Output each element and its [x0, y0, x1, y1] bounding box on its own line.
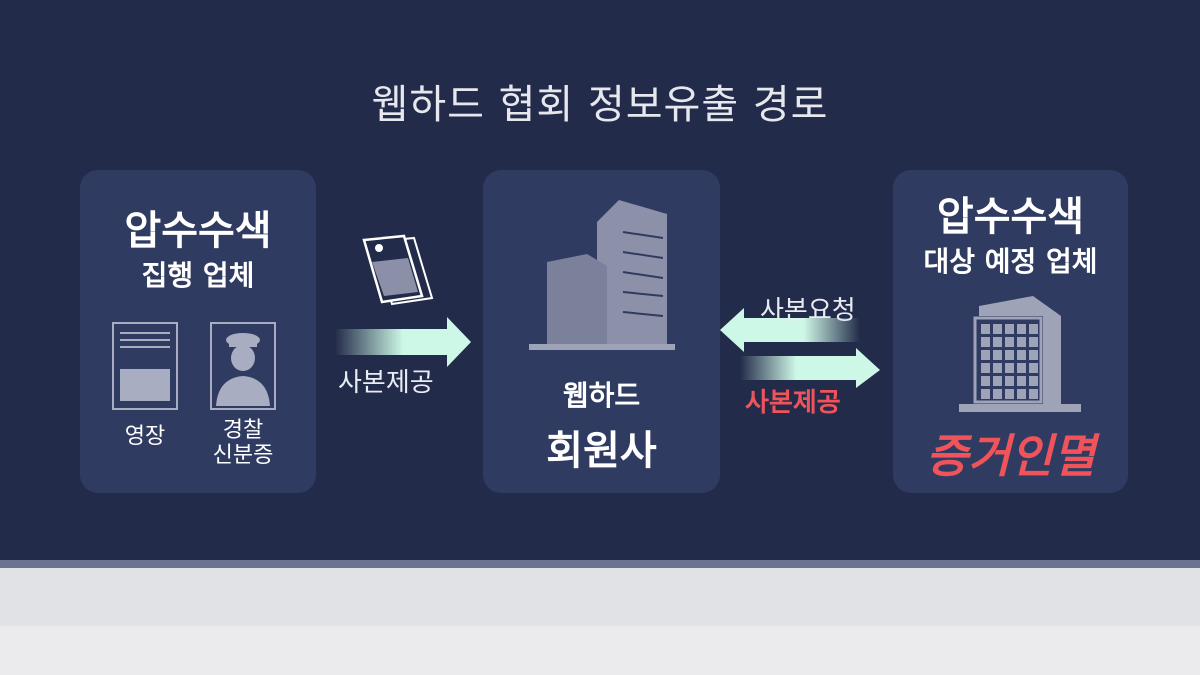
building-window [1029, 324, 1038, 334]
police-id-label: 경찰 신분증 [200, 418, 286, 468]
building-window [1029, 350, 1038, 360]
warrant-document-icon [112, 322, 178, 410]
caption-area [0, 568, 1200, 626]
building-window [1017, 350, 1026, 360]
building-window [1005, 350, 1014, 360]
provide-copy-red-label: 사본제공 [745, 388, 841, 418]
left-heading: 압수수색 [124, 208, 272, 254]
center-line1: 웹하드 [562, 379, 641, 412]
building-window [1005, 337, 1014, 347]
center-line2: 회원사 [546, 428, 657, 474]
infographic-stage: 웹하드 협회 정보유출 경로 압수수색 집행 업체 영장 경찰 신분증 [80, 82, 1128, 493]
building-window [1017, 363, 1026, 373]
building-window [981, 324, 990, 334]
search-executor-panel: 압수수색 집행 업체 영장 경찰 신분증 [80, 170, 316, 493]
building-window [1005, 324, 1014, 334]
police-id-icon [210, 322, 276, 410]
building-window [1029, 376, 1038, 386]
building-window [1029, 337, 1038, 347]
building-window [993, 324, 1002, 334]
building-window [1005, 363, 1014, 373]
building-window [1005, 389, 1014, 399]
building-window [1017, 389, 1026, 399]
building-window [981, 389, 990, 399]
police-label-line2: 신분증 [212, 443, 274, 468]
building-window [993, 376, 1002, 386]
building-window [1005, 376, 1014, 386]
building-window [1029, 389, 1038, 399]
page-title: 웹하드 협회 정보유출 경로 [371, 82, 829, 128]
building-window [993, 363, 1002, 373]
building-window [1017, 324, 1026, 334]
building-window [1029, 363, 1038, 373]
copied-documents-icon [362, 234, 434, 306]
bottom-area [0, 626, 1200, 675]
police-label-line1: 경찰 [222, 418, 264, 443]
building-window [981, 376, 990, 386]
building-window [1017, 337, 1026, 347]
building-window [981, 350, 990, 360]
building-window [1017, 376, 1026, 386]
provide-arrow-right [335, 317, 471, 367]
evidence-destruction-label: 증거인멸 [925, 429, 1096, 483]
right-heading: 압수수색 [936, 194, 1085, 240]
building-window [993, 337, 1002, 347]
building-window [981, 363, 990, 373]
left-subheading: 집행 업체 [141, 259, 255, 292]
warrant-label: 영장 [124, 424, 166, 449]
right-subheading: 대상 예정 업체 [923, 245, 1098, 278]
building-window [981, 337, 990, 347]
request-copy-label: 사본요청 [760, 296, 856, 326]
search-target-panel: 압수수색 대상 예정 업체 증거인멸 [893, 170, 1128, 493]
company-building-icon [959, 296, 1081, 412]
webhard-member-panel: 웹하드 회원사 [483, 170, 720, 493]
divider-strip [0, 560, 1200, 568]
office-buildings-icon [529, 200, 675, 350]
building-window [993, 389, 1002, 399]
request-provide-arrows [720, 308, 880, 388]
building-window [993, 350, 1002, 360]
provide-copy-label: 사본제공 [338, 368, 434, 398]
